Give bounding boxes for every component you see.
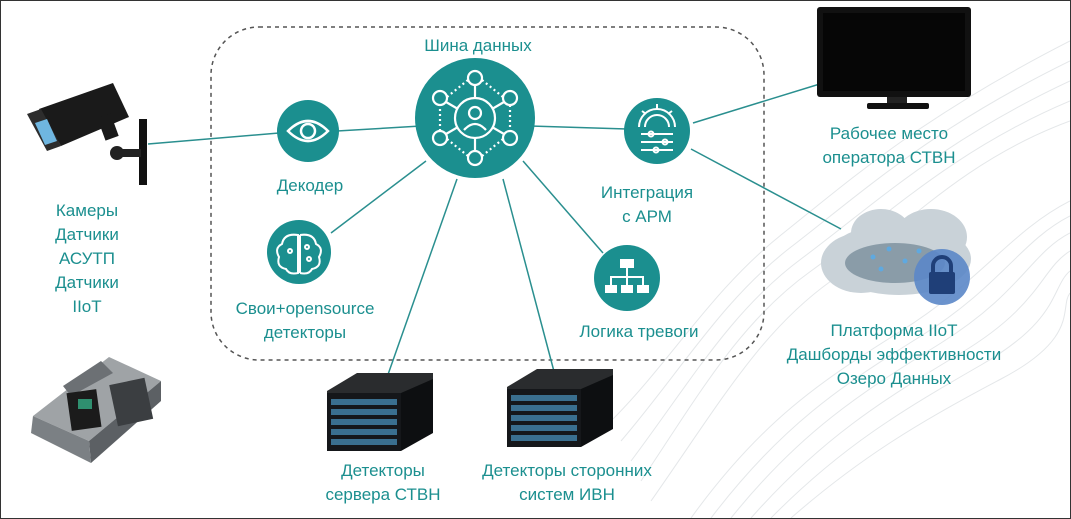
server-stvn-label: Детекторы сервера СТВН	[325, 459, 440, 507]
cloud-lock-icon	[821, 209, 971, 305]
operator-label-line1: Рабочее место	[829, 124, 949, 143]
sources-label: Камеры Датчики АСУТП Датчики IIoT	[55, 199, 119, 319]
connector-lines	[147, 82, 842, 384]
decoder-label: Декодер	[276, 176, 344, 195]
iot-device-icon	[31, 357, 161, 463]
integration-label-line2: с АРМ	[622, 207, 672, 226]
server-stvn-label-line1: Детекторы	[341, 461, 425, 480]
operator-label-line2: оператора СТВН	[822, 148, 956, 167]
detectors-label-line1: Свои+opensource	[235, 299, 375, 318]
network-hub-icon	[415, 58, 535, 178]
server-rack-icon	[327, 373, 433, 451]
bus-boundary	[210, 26, 765, 361]
integration-label: Интеграция с АРМ	[601, 181, 693, 229]
platform-label: Платформа IIoT Дашборды эффективности Оз…	[787, 319, 1001, 391]
cctv-camera-icon	[27, 83, 147, 185]
sources-label-line: Камеры	[55, 201, 119, 220]
server-rack-icon	[507, 369, 613, 447]
platform-label-line: Дашборды эффективности	[786, 345, 1002, 364]
platform-label-line: Платформа IIoT	[830, 321, 958, 340]
server-third-party-label-line1: Детекторы сторонних	[482, 461, 652, 480]
background-contour-pattern	[610, 40, 1070, 518]
eye-icon	[277, 100, 339, 162]
brain-circuit-icon	[267, 220, 331, 284]
sources-label-line: Датчики	[55, 273, 119, 292]
server-third-party-label: Детекторы сторонних систем ИВН	[482, 459, 652, 507]
platform-label-line: Озеро Данных	[836, 369, 952, 388]
bus-label: Шина данных	[424, 36, 532, 55]
integration-label-line1: Интеграция	[600, 183, 694, 202]
gear-sliders-icon	[624, 98, 690, 164]
operator-label: Рабочее место оператора СТВН	[822, 122, 955, 170]
server-third-party-label-line2: систем ИВН	[519, 485, 615, 504]
monitor-icon	[817, 7, 971, 109]
alarm-logic-label: Логика тревоги	[579, 322, 699, 341]
sources-label-line: IIoT	[72, 297, 102, 316]
detectors-label: Свои+opensource детекторы	[236, 297, 375, 345]
sources-label-line: Датчики	[55, 225, 119, 244]
sources-label-line: АСУТП	[58, 249, 116, 268]
hierarchy-icon	[594, 245, 660, 311]
detectors-label-line2: детекторы	[263, 323, 347, 342]
server-stvn-label-line2: сервера СТВН	[325, 485, 441, 504]
